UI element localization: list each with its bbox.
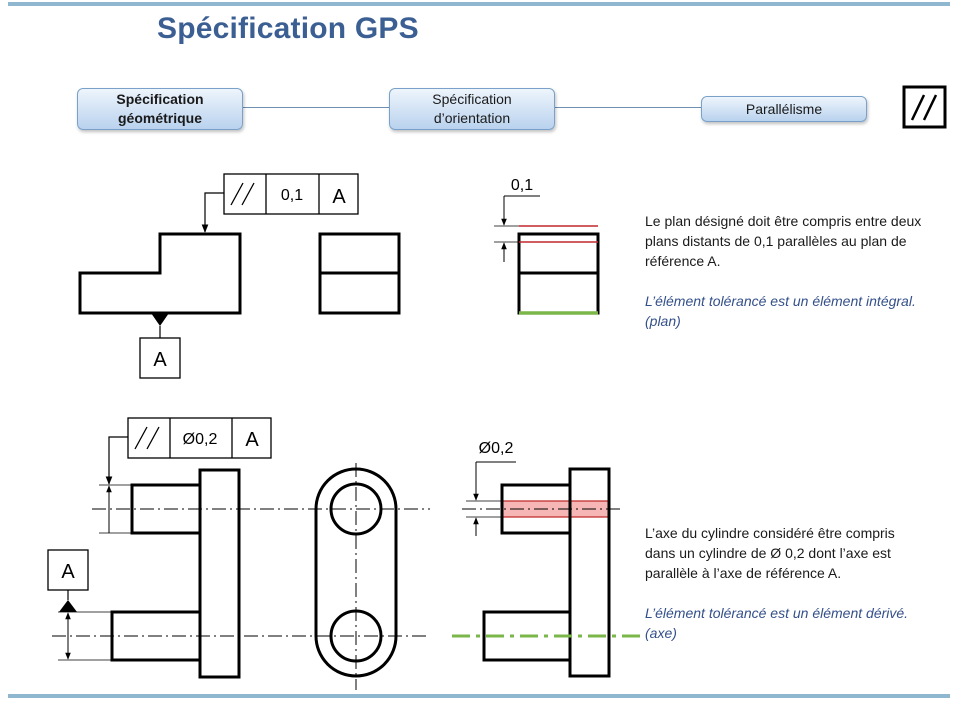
leader-plan (201, 192, 224, 233)
feature-frame-plan: 0,1 A (223, 173, 359, 215)
datum-axe-label: A (61, 561, 75, 583)
breadcrumb-connector-2 (553, 107, 702, 108)
breadcrumb-step-parallelism[interactable]: Parallélisme (701, 96, 867, 122)
feature-frame-axe: Ø0,2 A (127, 417, 272, 459)
frame-plan-tolerance: 0,1 (281, 187, 303, 204)
top-rule (8, 2, 950, 6)
datum-box-plan (139, 337, 181, 379)
datum-triangle-axe (59, 600, 77, 612)
frame-axe-tolerance: Ø0,2 (183, 431, 218, 448)
part-axe-front-view (52, 468, 430, 679)
tolerance-zone-plan: 0,1 (494, 177, 600, 315)
breadcrumb-step-geometric[interactable]: Spécification géométrique (77, 88, 243, 130)
description-axe: L’axe du cylindre considéré être compris… (645, 525, 895, 581)
part-axe-side-view (314, 463, 398, 690)
zone-axe-label: Ø0,2 (479, 440, 514, 457)
datum-plan-label: A (153, 349, 167, 371)
bottom-rule (8, 694, 950, 698)
tolerance-zone-axe: Ø0,2 (452, 440, 640, 678)
zone-plan-label: 0,1 (511, 177, 533, 194)
leader-axe (105, 436, 128, 485)
part-front-view (78, 232, 242, 315)
page-title: Spécification GPS (157, 12, 419, 45)
note-axe-line1: L’élément tolérancé est un élément dériv… (645, 605, 909, 621)
frame-axe-datum: A (245, 429, 259, 451)
frame-plan-datum: A (332, 186, 346, 208)
breadcrumb-step-orientation[interactable]: Spécification d’orientation (389, 88, 555, 130)
note-axe-line2: (axe) (645, 625, 677, 641)
note-plan-line1: L’élément tolérancé est un élément intég… (645, 293, 916, 309)
breadcrumb-connector-1 (241, 107, 390, 108)
note-plan-line2: (plan) (645, 313, 681, 329)
datum-triangle-plan (151, 313, 169, 326)
description-plan: Le plan désigné doit être compris entre … (645, 213, 922, 269)
parallelism-symbol-icon (902, 85, 947, 129)
